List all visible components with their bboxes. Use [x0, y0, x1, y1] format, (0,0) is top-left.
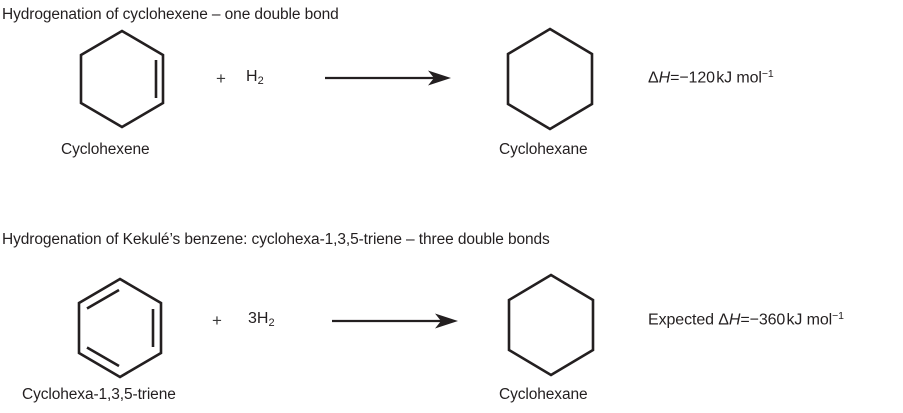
cyclohexane-structure-2: [501, 270, 601, 387]
reaction-1-plus-sign: +: [216, 69, 226, 88]
reaction-arrow-icon: [332, 313, 458, 329]
cyclohexane-label-1: Cyclohexane: [499, 141, 588, 158]
enthalpy-units: kJ mol: [716, 69, 762, 87]
enthalpy-exponent: −1: [832, 310, 844, 322]
coreactant-subscript: 2: [268, 317, 275, 330]
enthalpy-exponent: −1: [761, 68, 774, 80]
coreactant-element: H: [246, 68, 258, 85]
coreactant-subscript: 2: [257, 75, 264, 88]
reaction-1-enthalpy: ΔH=−120 kJ mol−1: [648, 68, 774, 87]
reaction-2-enthalpy: Expected ΔH=−360 kJ mol−1: [648, 310, 844, 329]
enthalpy-variable: H: [728, 311, 741, 329]
enthalpy-value: −360: [749, 311, 786, 329]
reaction-2-coreactant: 3H2: [248, 310, 275, 329]
cyclohexene-structure: [74, 26, 170, 141]
reaction-1-arrow: [324, 66, 454, 95]
enthalpy-value: −120: [679, 69, 715, 87]
coreactant-element: H: [256, 310, 269, 327]
reaction-arrow-icon: [325, 70, 451, 86]
reaction-2-arrow: [331, 309, 463, 338]
hexagon-one-double-bond-icon: [79, 29, 165, 129]
enthalpy-equals: =: [740, 311, 750, 329]
cyclohexene-label: Cyclohexene: [61, 141, 150, 158]
hexagon-three-double-bonds-icon: [77, 277, 163, 379]
reaction-2-title: Hydrogenation of Kekulé’s benzene: cyclo…: [2, 231, 550, 248]
reaction-2-plus-sign: +: [212, 311, 222, 330]
coreactant-coefficient: 3: [248, 310, 257, 327]
enthalpy-symbol: Δ: [718, 311, 729, 329]
cyclohexane-label-2: Cyclohexane: [499, 386, 588, 403]
cyclohexane-structure-1: [500, 24, 600, 141]
hexagon-plain-icon: [507, 273, 595, 377]
reaction-1-coreactant: H2: [246, 68, 264, 87]
enthalpy-symbol: Δ: [648, 69, 659, 87]
enthalpy-equals: =: [670, 69, 680, 87]
enthalpy-variable: H: [658, 69, 671, 87]
enthalpy-prefix: Expected: [648, 311, 714, 329]
cyclohexatriene-label: Cyclohexa-1,3,5-triene: [22, 386, 176, 403]
reaction-1-title: Hydrogenation of cyclohexene – one doubl…: [2, 6, 339, 23]
hexagon-plain-icon: [506, 27, 594, 131]
enthalpy-units: kJ mol: [786, 311, 833, 329]
cyclohexatriene-structure: [70, 274, 170, 391]
